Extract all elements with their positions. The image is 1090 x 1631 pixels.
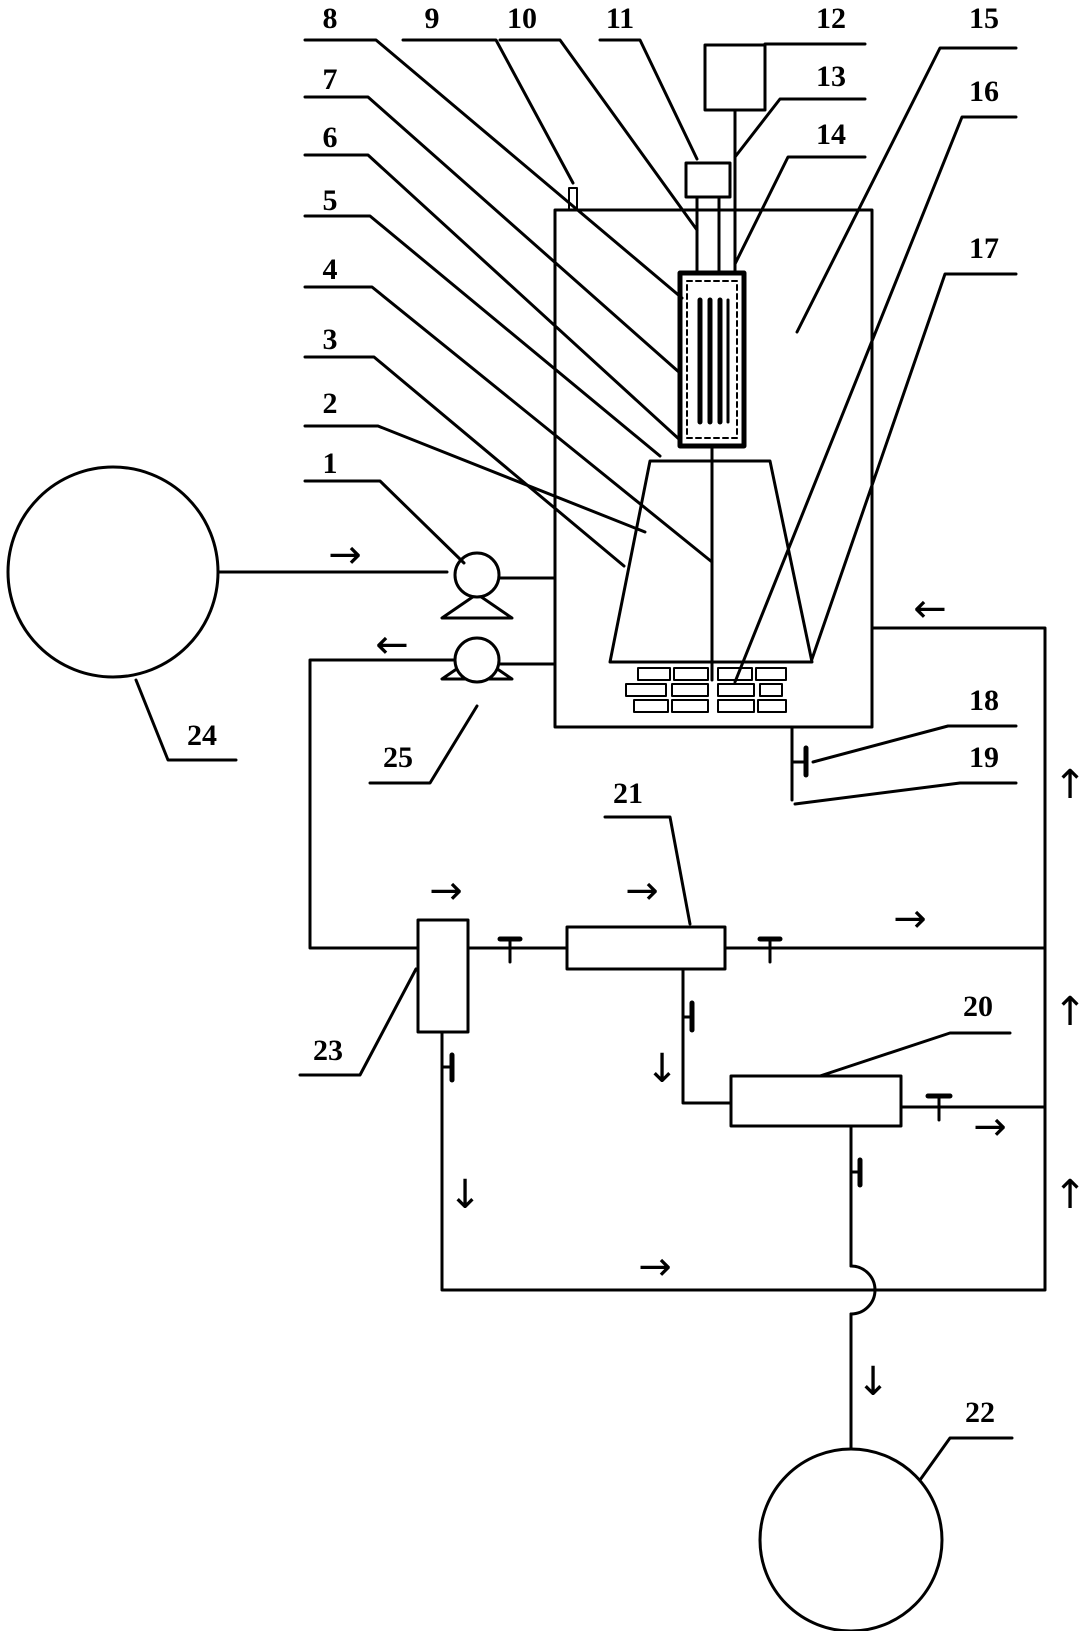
label-24: 24 <box>187 719 217 752</box>
discharge-pump <box>440 636 514 684</box>
flow-arrow-21-out: → <box>893 896 927 942</box>
flow-arrow-into-23: → <box>429 868 463 914</box>
label-17: 17 <box>969 232 999 265</box>
feed-tank <box>6 465 220 679</box>
flow-arrow-return-up-3: ↑ <box>1053 1172 1087 1218</box>
label-18: 18 <box>969 684 999 717</box>
label-2: 2 <box>323 387 338 420</box>
line-crossing-jumper <box>849 1264 877 1316</box>
flow-arrow-23-down: ↓ <box>448 1172 482 1218</box>
flow-arrow-bottom-right: → <box>638 1244 672 1290</box>
filter-21 <box>565 925 727 971</box>
flow-arrow-discharge: ← <box>375 622 409 668</box>
label-16: 16 <box>969 75 999 108</box>
label-3: 3 <box>323 323 338 356</box>
label-7: 7 <box>323 63 338 96</box>
label-14: 14 <box>816 118 846 151</box>
separator-23 <box>416 918 470 1034</box>
label-21: 21 <box>613 777 643 810</box>
label-19: 19 <box>969 741 999 774</box>
label-13: 13 <box>816 60 846 93</box>
label-4: 4 <box>323 253 338 286</box>
flow-arrow-20-out: → <box>973 1104 1007 1150</box>
leader-lines <box>134 38 1018 1482</box>
vent-nozzle <box>568 187 578 211</box>
label-20: 20 <box>963 990 993 1023</box>
electrode-inner-dashed <box>686 280 738 439</box>
motor <box>684 161 732 199</box>
label-11: 11 <box>606 2 634 35</box>
label-15: 15 <box>969 2 999 35</box>
impeller-blocks <box>625 667 787 713</box>
reactor-vessel <box>553 208 874 729</box>
flow-arrow-return-up-2: ↑ <box>1053 989 1087 1035</box>
feed-pump <box>440 551 514 620</box>
filter-20 <box>729 1074 903 1128</box>
drive-box <box>703 43 767 112</box>
flow-arrow-feed: → <box>328 532 362 578</box>
flow-arrow-return-up-1: ↑ <box>1053 762 1087 808</box>
label-12: 12 <box>816 2 846 35</box>
flow-arrow-21-down: ↓ <box>645 1046 679 1092</box>
collection-tank <box>758 1447 944 1631</box>
return-line <box>440 626 1047 1292</box>
flow-arrow-return-top: ← <box>913 586 947 632</box>
draft-cone <box>608 459 814 664</box>
label-5: 5 <box>323 184 338 217</box>
label-9: 9 <box>425 2 440 35</box>
flow-arrow-to-22: ↓ <box>856 1359 890 1405</box>
line-21-20 <box>681 967 733 1105</box>
label-6: 6 <box>323 121 338 154</box>
label-10: 10 <box>507 2 537 35</box>
label-25: 25 <box>383 741 413 774</box>
label-22: 22 <box>965 1396 995 1429</box>
flow-arrow-into-21: → <box>625 868 659 914</box>
label-23: 23 <box>313 1034 343 1067</box>
discharge-line <box>308 658 457 950</box>
label-1: 1 <box>323 447 338 480</box>
label-8: 8 <box>323 2 338 35</box>
